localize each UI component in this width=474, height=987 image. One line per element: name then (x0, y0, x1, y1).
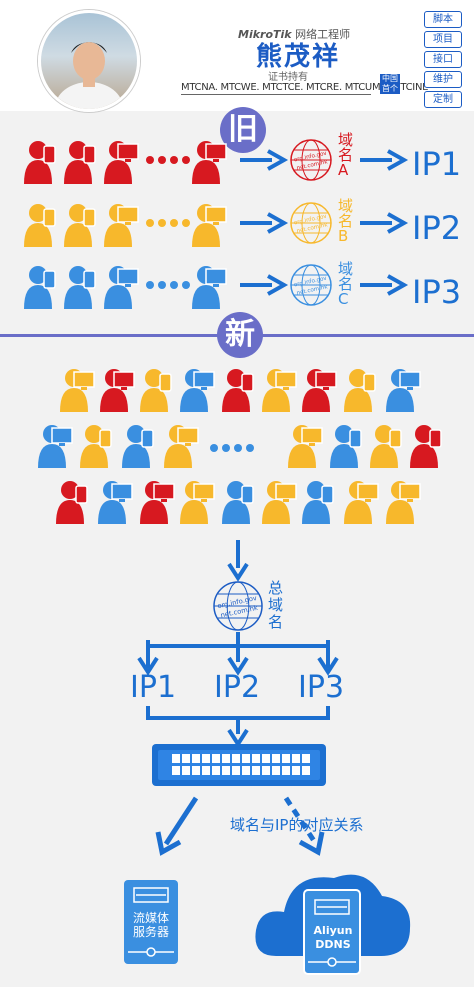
user-icon (104, 266, 139, 309)
cert-underline (181, 94, 371, 95)
arrow-down-icon (227, 540, 249, 582)
china-first-badge: 中国首个 (380, 74, 400, 94)
aliyun-label: Aliyun (313, 924, 353, 937)
user-icon (222, 369, 254, 412)
user-icon (98, 481, 133, 524)
user-icon (386, 369, 421, 412)
brand-prefix: MikroTik (238, 28, 292, 41)
cert-list: MTCNA. MTCWE. MTCTCE. MTCRE. MTCUME. MTC… (181, 82, 429, 93)
user-icon (64, 141, 96, 184)
domain-a-label: 域名A (338, 131, 354, 179)
arrow-right-icon (240, 274, 289, 296)
streaming-server-icon (124, 880, 178, 964)
user-icon (24, 266, 56, 309)
user-icon (140, 481, 175, 524)
main-domain-label: 总域名 (268, 579, 284, 631)
user-icon (64, 204, 96, 247)
nav-maintenance-button[interactable]: 维护 (424, 71, 462, 88)
user-icon (330, 425, 362, 468)
user-icon (370, 425, 402, 468)
ellipsis-dots (210, 444, 254, 452)
arrow-right-icon (360, 212, 409, 234)
user-icon (64, 266, 96, 309)
merge-line (146, 706, 330, 720)
brand-line: MikroTik 网络工程师 (238, 26, 350, 42)
user-icon (56, 481, 88, 524)
user-icon (140, 369, 172, 412)
profile-name: 熊茂祥 (256, 42, 341, 72)
user-icon (302, 481, 334, 524)
ellipsis-dots (146, 156, 190, 164)
user-icon (104, 204, 139, 247)
ellipsis-dots (146, 281, 190, 289)
user-icon (38, 425, 73, 468)
old-badge: 旧 (220, 107, 266, 153)
router-switch-icon (152, 744, 326, 786)
ip1-old-label: IP1 (412, 145, 462, 183)
ip2-new-label: IP2 (214, 670, 261, 705)
user-icon (192, 266, 227, 309)
arrow-right-icon (360, 274, 409, 296)
arrow-right-icon (240, 149, 289, 171)
arrow-down-icon (317, 640, 339, 676)
arrow-right-icon (240, 212, 289, 234)
ip1-new-label: IP1 (130, 670, 177, 705)
user-icon (410, 425, 442, 468)
nav-script-button[interactable]: 脚本 (424, 11, 462, 28)
user-icon (222, 481, 254, 524)
user-icon (60, 369, 95, 412)
avatar (38, 10, 140, 112)
user-icon (344, 481, 379, 524)
ip2-old-label: IP2 (412, 209, 462, 247)
ip3-old-label: IP3 (412, 273, 462, 311)
user-icon (192, 204, 227, 247)
arrow-down-icon (137, 640, 159, 676)
nav-project-button[interactable]: 项目 (424, 31, 462, 48)
arrow-down-icon (227, 640, 249, 676)
user-icon (24, 141, 56, 184)
user-icon (24, 204, 56, 247)
ip3-new-label: IP3 (298, 670, 345, 705)
user-icon (180, 481, 215, 524)
user-icon (344, 369, 376, 412)
arrow-right-icon (360, 149, 409, 171)
nav-custom-button[interactable]: 定制 (424, 91, 462, 108)
ddns-label: DDNS (315, 938, 351, 951)
user-icon (104, 141, 139, 184)
user-icon (80, 425, 112, 468)
user-icon (262, 481, 297, 524)
ddns-server-icon (303, 889, 361, 975)
user-icon (302, 369, 337, 412)
user-icon (180, 369, 215, 412)
user-icon (192, 141, 227, 184)
arrow-down-icon (227, 718, 249, 748)
user-icon (262, 369, 297, 412)
brand-suffix: 网络工程师 (295, 28, 351, 41)
nav-interface-button[interactable]: 接口 (424, 51, 462, 68)
domain-b-label: 域名B (338, 197, 354, 245)
new-badge: 新 (217, 312, 263, 358)
ellipsis-dots (146, 219, 190, 227)
domain-c-label: 域名C (338, 260, 354, 308)
user-icon (100, 369, 135, 412)
user-icon (122, 425, 154, 468)
user-icon (164, 425, 199, 468)
arrow-to-streaming-icon (155, 796, 199, 856)
profile-header: MikroTik 网络工程师 熊茂祥 证书持有 MTCNA. MTCWE. MT… (0, 0, 474, 112)
cert-subtitle: 证书持有 (268, 72, 308, 83)
mapping-note: 域名与IP的对应关系 (230, 816, 364, 834)
user-icon (386, 481, 421, 524)
arrow-to-ddns-icon (283, 796, 325, 856)
streaming-server-label: 流媒体服务器 (132, 911, 169, 939)
user-icon (288, 425, 323, 468)
